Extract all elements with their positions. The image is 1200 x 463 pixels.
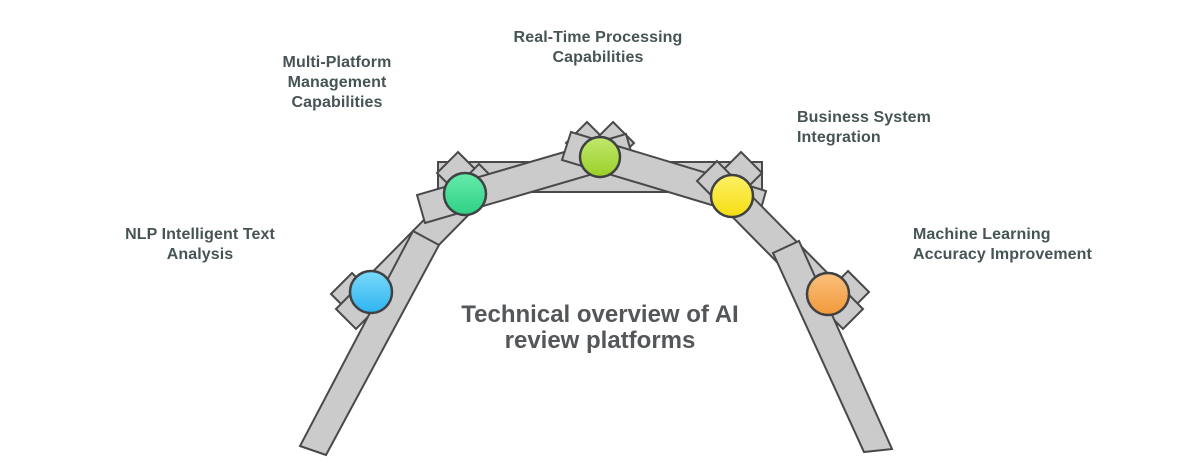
label-line: NLP Intelligent Text xyxy=(125,226,275,243)
label-line: Analysis xyxy=(166,246,234,263)
diagram-title: Technical overview of AI review platform… xyxy=(400,302,800,354)
label-line: Multi-Platform xyxy=(282,54,392,71)
label-line: Machine Learning xyxy=(913,226,1051,243)
node-circle-multi-platform xyxy=(442,171,488,217)
node-label-nlp: NLP Intelligent Text Analysis xyxy=(100,225,300,265)
title-line: review platforms xyxy=(504,327,696,354)
arch-leg-left xyxy=(298,229,441,457)
label-line: Management xyxy=(287,74,387,91)
node-circle-business-system xyxy=(709,173,755,219)
node-circle-nlp xyxy=(348,269,394,315)
arch-leg-right xyxy=(771,239,894,454)
node-label-multi-platform: Multi-Platform Management Capabilities xyxy=(237,53,437,113)
label-line: Real-Time Processing xyxy=(513,29,683,46)
label-line: Capabilities xyxy=(552,49,644,66)
node-label-machine-learning: Machine Learning Accuracy Improvement xyxy=(913,225,1153,265)
title-line: Technical overview of AI xyxy=(461,301,739,328)
node-circle-machine-learning xyxy=(805,271,851,317)
node-label-real-time: Real-Time Processing Capabilities xyxy=(448,28,748,68)
label-line: Integration xyxy=(797,129,881,146)
node-circle-real-time xyxy=(578,135,622,179)
label-line: Accuracy Improvement xyxy=(913,246,1092,263)
label-line: Business System xyxy=(797,109,932,126)
label-line: Capabilities xyxy=(291,94,383,111)
node-label-business-system: Business System Integration xyxy=(797,108,1037,148)
